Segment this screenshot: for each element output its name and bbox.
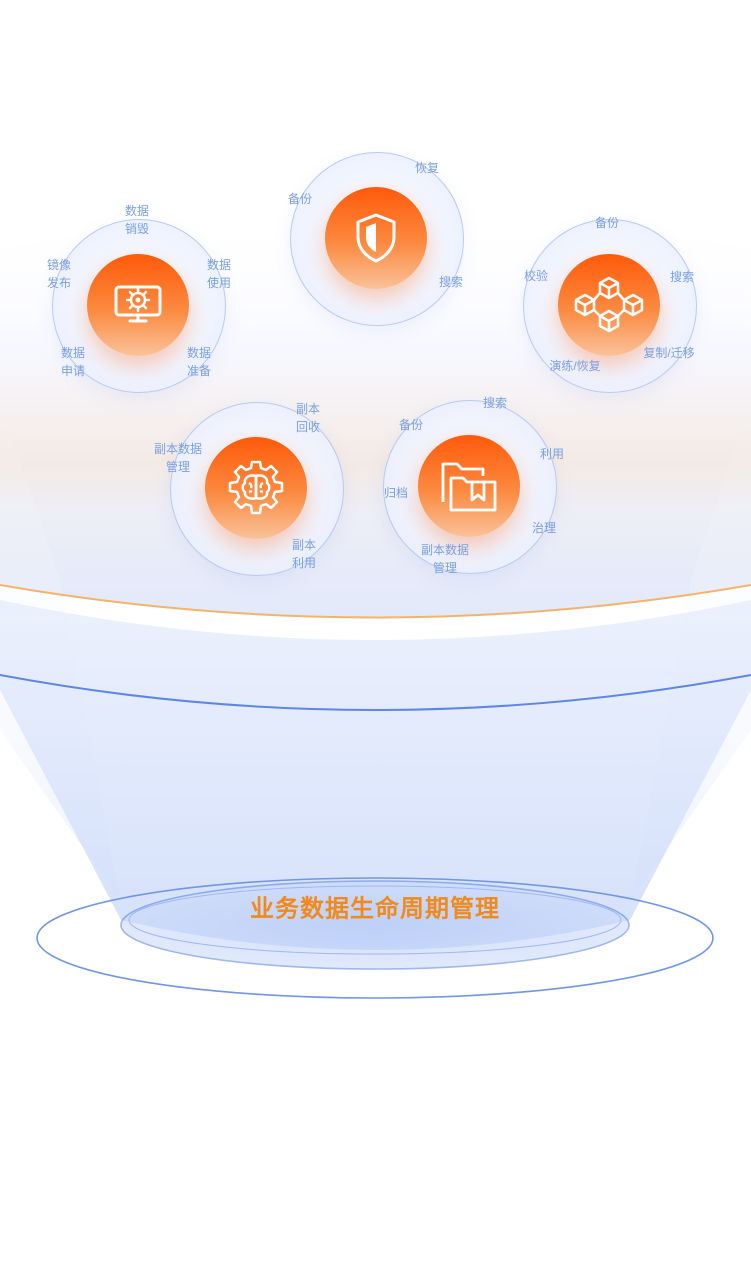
label-data-destroy: 数据 销毁 [124, 204, 150, 236]
folder-bookmark-icon [439, 458, 499, 514]
label-backup: 备份 [287, 192, 313, 206]
label-search: 搜索 [438, 275, 464, 289]
module-ring [170, 402, 344, 576]
label-image-publish: 镜像 发布 [46, 258, 72, 290]
label-copy-recycle: 副本 回收 [295, 402, 321, 434]
label-copy-use: 副本 利用 [291, 538, 317, 570]
label-archive: 归档 [383, 486, 409, 500]
label-copy-migrate: 复制/迁移 [643, 346, 695, 360]
label-copy-data-manage: 副本数据 管理 [153, 442, 203, 474]
shield-icon [352, 212, 400, 264]
label-data-prepare: 数据 准备 [186, 346, 212, 378]
diagram-title: 业务数据生命周期管理 [250, 895, 500, 923]
label-copy-data-manage: 副本数据 管理 [420, 543, 470, 575]
label-backup: 备份 [594, 216, 620, 230]
module-disc [87, 254, 189, 356]
label-use: 利用 [539, 447, 565, 461]
label-drill-restore: 演练/恢复 [549, 359, 601, 373]
module-disc [558, 254, 660, 356]
module-disc [205, 437, 307, 539]
label-data-use: 数据 使用 [206, 258, 232, 290]
label-search: 搜索 [482, 396, 508, 410]
brain-gear-icon [227, 459, 285, 517]
label-restore: 恢复 [414, 161, 440, 175]
module-disc [325, 187, 427, 289]
monitor-gear-icon [112, 281, 164, 329]
label-data-apply: 数据 申请 [60, 346, 86, 378]
cubes-network-icon [573, 275, 645, 335]
label-backup: 备份 [398, 418, 424, 432]
label-govern: 治理 [531, 521, 557, 535]
label-verify: 校验 [523, 269, 549, 283]
module-disc [418, 435, 520, 537]
label-search: 搜索 [669, 270, 695, 284]
